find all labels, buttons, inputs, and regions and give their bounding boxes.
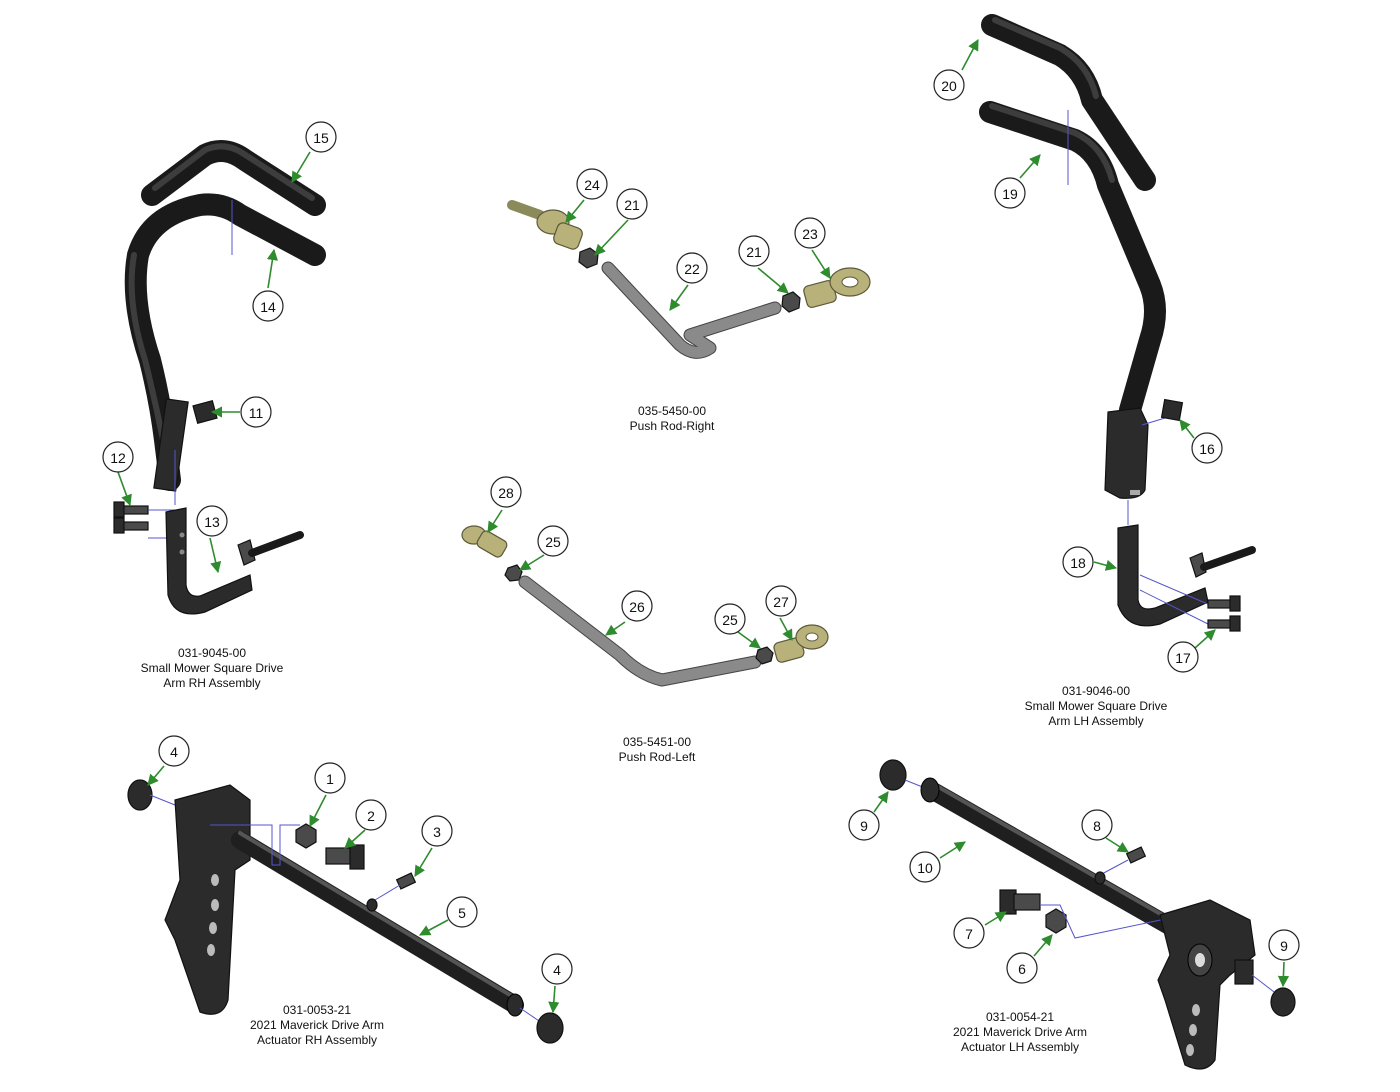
item-balloon-16: 16 bbox=[1191, 432, 1223, 464]
item-balloon-label: 25 bbox=[722, 612, 738, 628]
item-balloon-label: 28 bbox=[498, 485, 514, 501]
item-balloon-label: 22 bbox=[684, 261, 700, 277]
item-balloon-label: 25 bbox=[545, 534, 561, 550]
item-balloon-27: 27 bbox=[765, 585, 797, 617]
item-balloon-13: 13 bbox=[196, 505, 228, 537]
caption-line: Arm LH Assembly bbox=[1048, 714, 1144, 728]
item-balloon-label: 27 bbox=[773, 594, 789, 610]
caption-line: 2021 Maverick Drive Arm bbox=[249, 1018, 385, 1032]
item-balloon-label: 21 bbox=[746, 244, 762, 260]
item-balloon-5: 5 bbox=[446, 896, 478, 928]
caption-line: Actuator LH Assembly bbox=[960, 1040, 1080, 1054]
item-balloon-24: 24 bbox=[576, 168, 608, 200]
item-balloon-1: 1 bbox=[314, 762, 346, 794]
leader-lines bbox=[117, 39, 1290, 1014]
item-balloon-label: 26 bbox=[629, 599, 645, 615]
caption-lh-actuator: 031-0054-21 2021 Maverick Drive Arm Actu… bbox=[900, 1010, 1140, 1055]
lh-actuator-drawing bbox=[879, 759, 1296, 1070]
item-balloon-4: 4 bbox=[158, 735, 190, 767]
item-balloon-label: 20 bbox=[941, 78, 957, 94]
item-balloon-label: 2 bbox=[367, 808, 375, 824]
item-balloon-label: 3 bbox=[433, 824, 441, 840]
item-balloon-8: 8 bbox=[1081, 809, 1113, 841]
item-balloon-label: 24 bbox=[584, 177, 600, 193]
item-balloon-17: 17 bbox=[1167, 641, 1199, 673]
item-balloon-label: 7 bbox=[965, 926, 973, 942]
item-balloon-label: 12 bbox=[110, 450, 126, 466]
item-balloon-label: 21 bbox=[624, 197, 640, 213]
caption-line: Arm RH Assembly bbox=[163, 676, 261, 690]
item-balloon-28: 28 bbox=[490, 476, 522, 508]
item-balloon-label: 18 bbox=[1070, 555, 1086, 571]
item-balloon-label: 17 bbox=[1175, 650, 1191, 666]
caption-part-number: 031-0054-21 bbox=[985, 1010, 1055, 1024]
item-balloon-label: 9 bbox=[1280, 938, 1288, 954]
item-balloon-label: 6 bbox=[1018, 961, 1026, 977]
item-balloon-label: 1 bbox=[326, 771, 334, 787]
item-balloon-6: 6 bbox=[1006, 952, 1038, 984]
item-balloon-label: 23 bbox=[802, 226, 818, 242]
item-balloon-22: 22 bbox=[676, 252, 708, 284]
item-balloon-label: 10 bbox=[917, 860, 933, 876]
caption-part-number: 035-5450-00 bbox=[637, 404, 707, 418]
push-rod-right-drawing bbox=[507, 200, 871, 359]
caption-rh-actuator: 031-0053-21 2021 Maverick Drive Arm Actu… bbox=[197, 1003, 437, 1048]
lh-arm-assembly-drawing bbox=[979, 14, 1256, 632]
caption-push-rod-right: 035-5450-00 Push Rod-Right bbox=[552, 404, 792, 434]
item-balloon-21: 21 bbox=[616, 188, 648, 220]
item-balloon-20: 20 bbox=[933, 69, 965, 101]
item-balloon-3: 3 bbox=[421, 815, 453, 847]
item-balloon-label: 19 bbox=[1002, 186, 1018, 202]
caption-part-number: 031-0053-21 bbox=[282, 1003, 352, 1017]
item-balloon-label: 14 bbox=[260, 299, 276, 315]
item-balloon-9: 9 bbox=[1268, 929, 1300, 961]
item-balloon-25: 25 bbox=[537, 525, 569, 557]
item-balloon-label: 15 bbox=[313, 130, 329, 146]
item-balloon-19: 19 bbox=[994, 177, 1026, 209]
item-balloon-7: 7 bbox=[953, 917, 985, 949]
item-balloon-label: 11 bbox=[249, 405, 264, 421]
caption-part-number: 031-9046-00 bbox=[1061, 684, 1131, 698]
caption-line: Actuator RH Assembly bbox=[256, 1033, 378, 1047]
item-balloon-12: 12 bbox=[102, 441, 134, 473]
item-balloon-10: 10 bbox=[909, 851, 941, 883]
caption-line: Push Rod-Right bbox=[629, 419, 715, 433]
caption-lh-arm-assembly: 031-9046-00 Small Mower Square Drive Arm… bbox=[976, 684, 1216, 729]
item-balloon-26: 26 bbox=[621, 590, 653, 622]
item-balloon-2: 2 bbox=[355, 799, 387, 831]
item-balloon-9: 9 bbox=[848, 809, 880, 841]
item-balloon-label: 4 bbox=[170, 744, 178, 760]
item-balloon-15: 15 bbox=[305, 121, 337, 153]
caption-line: 2021 Maverick Drive Arm bbox=[952, 1025, 1088, 1039]
caption-part-number: 035-5451-00 bbox=[622, 735, 692, 749]
caption-line: Push Rod-Left bbox=[618, 750, 696, 764]
item-balloon-label: 4 bbox=[553, 962, 561, 978]
item-balloon-4: 4 bbox=[541, 953, 573, 985]
item-balloon-label: 8 bbox=[1093, 818, 1101, 834]
caption-line: Small Mower Square Drive bbox=[1024, 699, 1168, 713]
item-balloon-21: 21 bbox=[738, 235, 770, 267]
caption-rh-arm-assembly: 031-9045-00 Small Mower Square Drive Arm… bbox=[92, 646, 332, 691]
item-balloon-label: 5 bbox=[458, 905, 466, 921]
item-balloon-18: 18 bbox=[1062, 546, 1094, 578]
item-balloon-25: 25 bbox=[714, 603, 746, 635]
item-balloon-23: 23 bbox=[794, 217, 826, 249]
rh-arm-assembly-drawing bbox=[113, 140, 326, 615]
caption-line: Small Mower Square Drive bbox=[140, 661, 284, 675]
item-balloon-11: 11 bbox=[240, 396, 272, 428]
item-balloon-label: 13 bbox=[204, 514, 220, 530]
caption-part-number: 031-9045-00 bbox=[177, 646, 247, 660]
item-balloon-label: 16 bbox=[1199, 441, 1215, 457]
push-rod-left-drawing bbox=[461, 525, 829, 687]
item-balloon-label: 9 bbox=[860, 818, 868, 834]
item-balloon-14: 14 bbox=[252, 290, 284, 322]
rh-actuator-drawing bbox=[127, 779, 564, 1044]
item-balloons: 1234456789910111213141516171819202121222… bbox=[102, 69, 1300, 985]
caption-push-rod-left: 035-5451-00 Push Rod-Left bbox=[537, 735, 777, 765]
